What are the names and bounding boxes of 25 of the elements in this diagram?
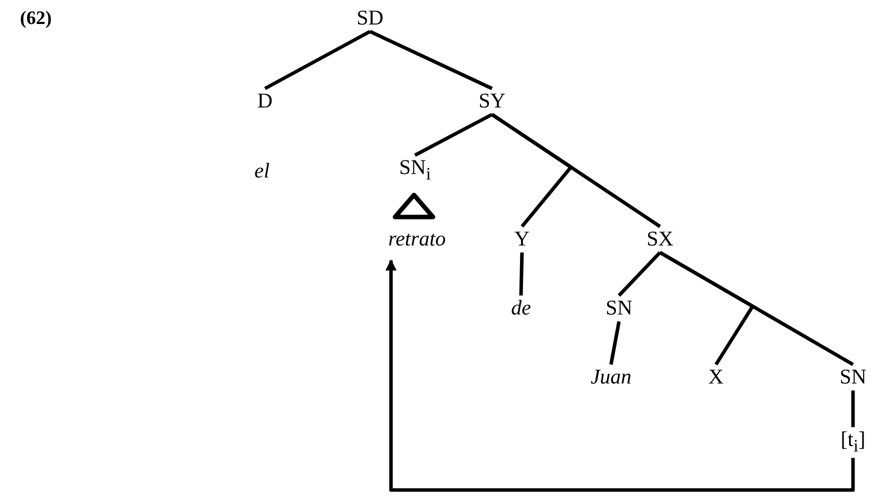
- movement-arrow: [385, 259, 855, 492]
- category-label: D: [255, 90, 275, 112]
- tree-branch: [491, 113, 661, 228]
- category-label: X: [706, 366, 726, 388]
- tree-branch: [414, 112, 493, 157]
- category-label: SY: [476, 90, 508, 112]
- category-label: Y: [512, 228, 532, 250]
- terminal-word: Juan: [588, 366, 634, 388]
- tree-branch: [659, 250, 854, 366]
- tree-branch: [609, 321, 621, 365]
- category-label: [t$_{i}$]: [838, 428, 868, 456]
- tree-branch: [618, 251, 662, 297]
- category-label: SN: [604, 296, 634, 320]
- category-label: SN: [838, 366, 868, 388]
- category-label: SX: [644, 228, 676, 250]
- tree-branch: [851, 390, 855, 428]
- terminal-word: el: [252, 160, 272, 182]
- tree-branch: [264, 30, 371, 90]
- example-number: (62): [20, 8, 52, 30]
- category-label: SN$_{i}$: [397, 156, 433, 184]
- terminal-word: retrato: [386, 228, 448, 250]
- terminal-word: de: [509, 296, 533, 320]
- category-label: SD: [354, 6, 386, 30]
- tree-branch: [369, 30, 493, 90]
- tree-branch: [519, 252, 524, 296]
